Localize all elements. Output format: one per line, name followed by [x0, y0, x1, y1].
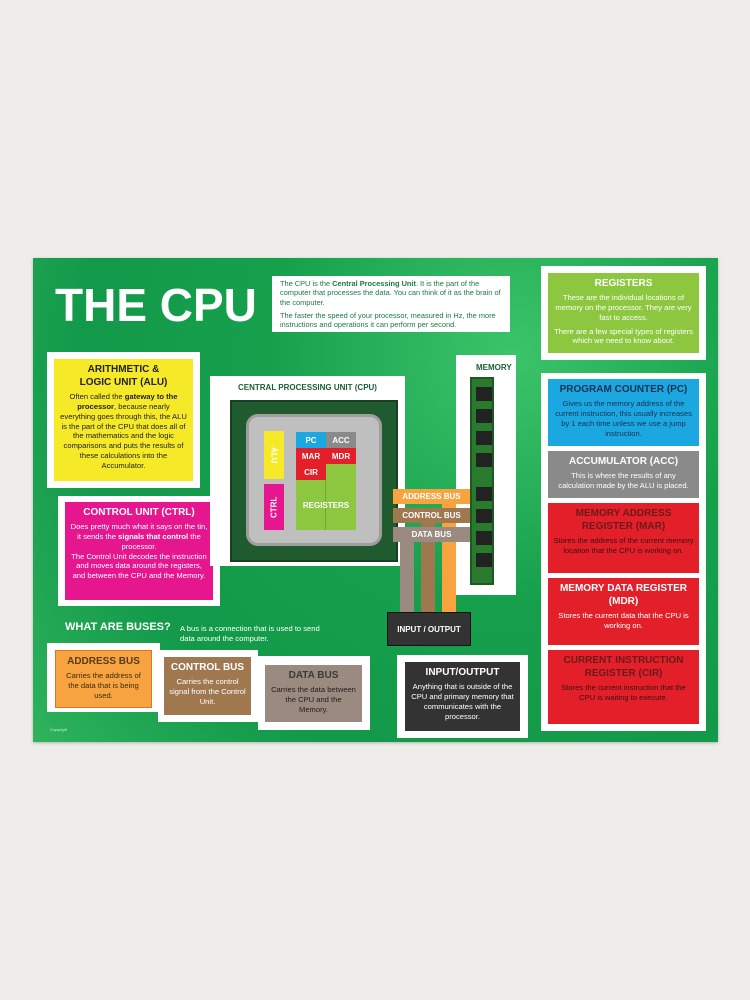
alu-text: , because nearly everything goes through… [60, 401, 187, 471]
pc-title: PROGRAM COUNTER (PC) [559, 384, 688, 395]
acc-text: This is where the results of any calcula… [558, 471, 689, 490]
registers-text: These are the individual locations of me… [555, 293, 692, 322]
diagram-cir: CIR [296, 464, 326, 480]
poster-title: THE CPU [55, 279, 257, 331]
address-bus-title: ADDRESS BUS [67, 656, 140, 667]
intro-box: The CPU is the Central Processing Unit. … [272, 276, 510, 333]
mar-text: Stores the address of the current memory… [553, 536, 694, 555]
data-bus-card: DATA BUS Carries the data between the CPU… [265, 665, 362, 722]
mdr-title: MEMORY DATA REGISTER (MDR) [559, 583, 688, 607]
buses-text: A bus is a connection that is used to se… [180, 624, 320, 643]
alu-text: Often called the [69, 392, 125, 401]
alu-bold: gateway to the processor [77, 392, 178, 411]
data-bus-title: DATA BUS [288, 670, 339, 681]
mdr-card: MEMORY DATA REGISTER (MDR) Stores the cur… [548, 578, 699, 645]
registers-card: REGISTERS These are the individual locat… [548, 273, 699, 353]
pc-text: Gives us the memory address of the curre… [555, 399, 692, 438]
io-text: Anything that is outside of the CPU and … [411, 682, 514, 721]
ctrl-text: Does pretty much what it says on the tin… [70, 522, 208, 541]
mdr-text: Stores the current data that the CPU is … [558, 611, 689, 630]
ctrl-text: the processor. [121, 531, 201, 551]
diagram-mar: MAR [296, 448, 326, 464]
ctrl-card: CONTROL UNIT (CTRL) Does pretty much wha… [65, 502, 213, 600]
diagram-pc: PC [296, 432, 326, 448]
ctrl-text-2: The Control Unit decodes the instruction… [71, 551, 207, 581]
cir-card: CURRENT INSTRUCTION REGISTER (CIR) Stores… [548, 650, 699, 724]
diagram-data-bus: DATA BUS [393, 527, 470, 542]
cir-title: CURRENT INSTRUCTION REGISTER (CIR) [563, 655, 684, 679]
buses-heading: WHAT ARE BUSES? [65, 621, 171, 633]
acc-card: ACCUMULATOR (ACC) This is where the resul… [548, 451, 699, 498]
mar-title: MEMORY ADDRESS REGISTER (MAR) [575, 508, 672, 532]
mar-card: MEMORY ADDRESS REGISTER (MAR) Stores the … [548, 503, 699, 573]
cpu-label: CENTRAL PROCESSING UNIT (CPU) [238, 383, 377, 392]
diagram-control-bus: CONTROL BUS [393, 508, 470, 523]
control-bus-card: CONTROL BUS Carries the control signal fr… [164, 657, 251, 715]
control-bus-line [421, 520, 435, 612]
alu-title: ARITHMETIC & LOGIC UNIT (ALU) [79, 364, 168, 388]
cir-text: Stores the current instruction that the … [561, 683, 686, 702]
alu-card: ARITHMETIC & LOGIC UNIT (ALU) Often call… [54, 359, 193, 481]
data-bus-line [400, 540, 414, 612]
memory-label: MEMORY [476, 363, 512, 372]
acc-title: ACCUMULATOR (ACC) [568, 456, 679, 467]
memory-stick-icon [470, 377, 494, 585]
diagram-acc: ACC [326, 432, 356, 448]
diagram-ctrl: CTRL [264, 484, 284, 530]
register-cell [326, 464, 356, 480]
diagram-address-bus: ADDRESS BUS [393, 489, 470, 504]
intro-bold: Central Processing Unit [332, 279, 416, 288]
ctrl-bold: signals that control [118, 531, 189, 541]
data-bus-text: Carries the data between the CPU and the… [271, 685, 356, 714]
registers-title: REGISTERS [594, 278, 653, 289]
control-bus-text: Carries the control signal from the Cont… [169, 677, 246, 706]
copyright: Copyright [50, 727, 68, 732]
ctrl-title: CONTROL UNIT (CTRL) [83, 507, 195, 518]
diagram-registers: REGISTERS [296, 480, 356, 530]
address-bus-card: ADDRESS BUS Carries the address of the da… [55, 650, 152, 708]
intro-text: . It is the part of the computer that pr… [280, 279, 501, 307]
control-bus-title: CONTROL BUS [170, 662, 245, 673]
diagram-mdr: MDR [326, 448, 356, 464]
intro-text-2: The faster the speed of your processor, … [280, 310, 496, 329]
pc-card: PROGRAM COUNTER (PC) Gives us the memory … [548, 379, 699, 446]
io-title: INPUT/OUTPUT [425, 667, 500, 678]
io-card: INPUT/OUTPUT Anything that is outside of … [405, 662, 520, 731]
diagram-io: INPUT / OUTPUT [387, 612, 471, 646]
registers-text-2: There are a few special types of registe… [554, 326, 693, 346]
intro-text: The CPU is the [280, 279, 333, 288]
address-bus-text: Carries the address of the data that is … [66, 671, 141, 700]
diagram-alu: ALU [264, 431, 284, 479]
